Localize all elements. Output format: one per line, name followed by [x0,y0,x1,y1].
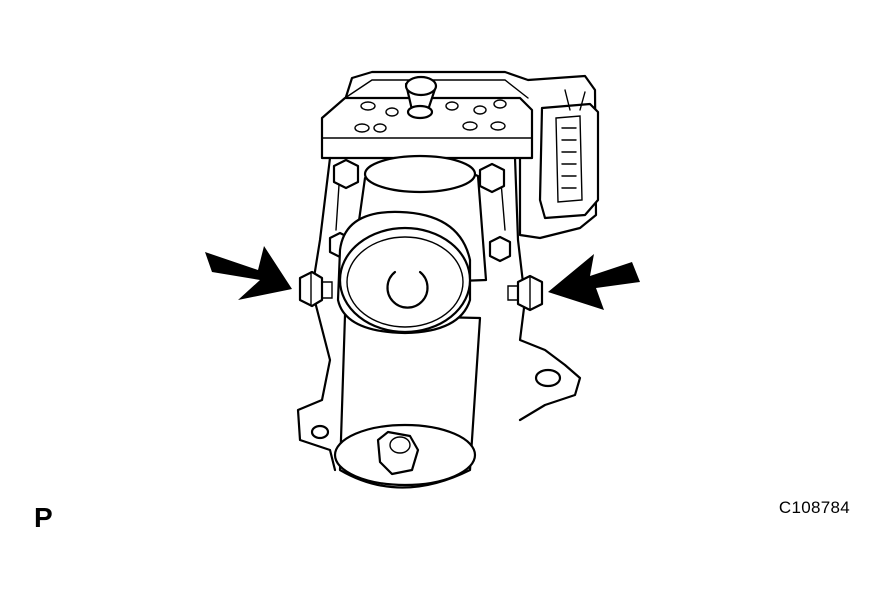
arrow-right-icon [205,246,292,300]
pump-motor-cylinder [336,154,488,335]
actuator-body [320,70,598,240]
electrical-connector [538,89,600,220]
pump-motor-lower [333,313,482,489]
left-nut [298,270,333,308]
right-nut [507,274,544,312]
corner-mark: P [34,502,53,533]
figure-code: C108784 [778,498,850,517]
arrow-left-icon [548,254,640,310]
pipe-fitting [404,75,438,120]
